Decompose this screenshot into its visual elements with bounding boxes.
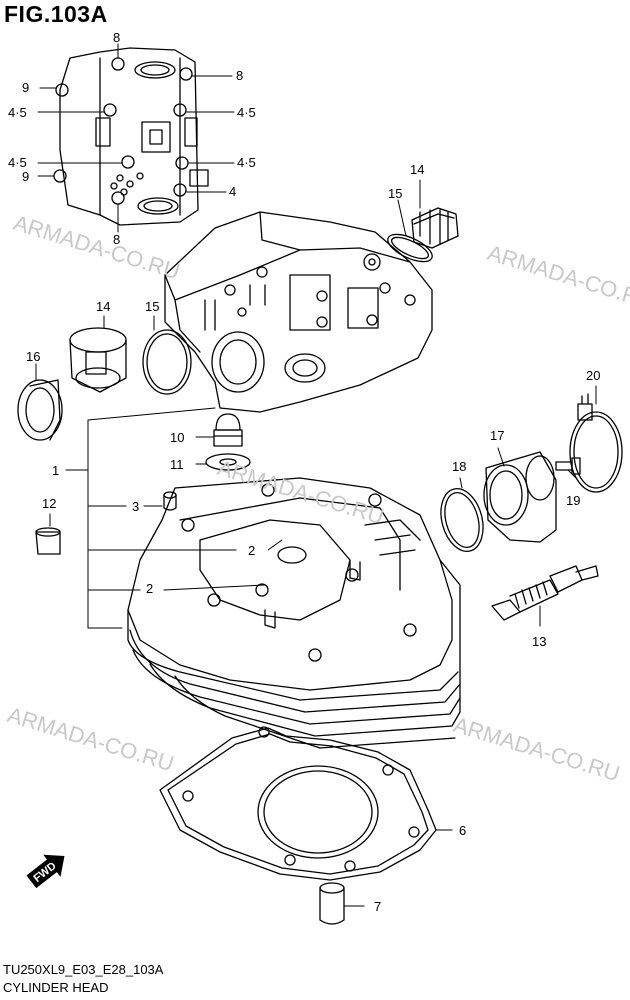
o-ring-left	[142, 329, 192, 395]
hose-clamp-20	[569, 393, 623, 493]
callout-19: 19	[566, 493, 580, 508]
fwd-direction-arrow: FWD	[26, 854, 65, 889]
callout-9-top: 9	[22, 80, 29, 95]
callout-18: 18	[452, 459, 466, 474]
callout-1: 1	[52, 463, 59, 478]
callout-4-5-left-top: 4·5	[8, 105, 27, 120]
seal-ring-16	[17, 379, 63, 441]
callout-14-left: 14	[96, 299, 110, 314]
callout-10: 10	[170, 430, 184, 445]
figure-code: TU250XL9_E03_E28_103A	[3, 962, 164, 977]
intake-pipe-17	[483, 451, 557, 543]
o-ring-right	[387, 233, 433, 263]
cap-nut-10	[213, 413, 243, 447]
cylinder-head-main	[127, 477, 461, 749]
spark-plug-13	[491, 565, 599, 621]
callout-16: 16	[26, 349, 40, 364]
screw-19	[555, 457, 581, 475]
figure-caption: CYLINDER HEAD	[3, 980, 109, 995]
leader-lines	[35, 43, 597, 907]
callout-8-bottom: 8	[113, 232, 120, 247]
figure-title: FIG.103A	[4, 1, 108, 27]
cylinder-head-top-view	[164, 211, 433, 413]
callout-6: 6	[459, 823, 466, 838]
callout-12: 12	[42, 496, 56, 511]
dowel-pin-12	[35, 527, 61, 555]
callout-4: 4	[229, 184, 236, 199]
callout-9-bottom: 9	[22, 169, 29, 184]
callout-3: 3	[132, 499, 139, 514]
dowel-pin-3	[163, 491, 177, 511]
callout-15-left: 15	[145, 299, 159, 314]
callout-8-right: 8	[236, 68, 243, 83]
callout-4-5-left-bottom: 4·5	[8, 155, 27, 170]
filler-cap-left	[69, 327, 127, 393]
callout-8-top: 8	[113, 30, 120, 45]
callout-15-right: 15	[388, 186, 402, 201]
head-gasket-6	[159, 726, 437, 881]
callout-4-5-right-top: 4·5	[237, 105, 256, 120]
callout-14-right: 14	[410, 162, 424, 177]
o-ring-18	[440, 488, 484, 552]
callout-4-5-right-bottom: 4·5	[237, 155, 256, 170]
callout-11: 11	[170, 457, 184, 472]
callout-13: 13	[532, 634, 546, 649]
callout-2-upper: 2	[248, 543, 255, 558]
callout-20: 20	[586, 368, 600, 383]
callout-2-lower: 2	[146, 581, 153, 596]
callout-labels: 8 8 9 4·5 4·5 4·5 4·5 9 4 8 14 15 14 15 …	[8, 30, 600, 914]
callout-17: 17	[490, 428, 504, 443]
bolt-pattern-plan	[53, 47, 209, 226]
washer-11	[205, 453, 251, 471]
dowel-pin-7	[319, 882, 345, 925]
callout-7: 7	[374, 899, 381, 914]
